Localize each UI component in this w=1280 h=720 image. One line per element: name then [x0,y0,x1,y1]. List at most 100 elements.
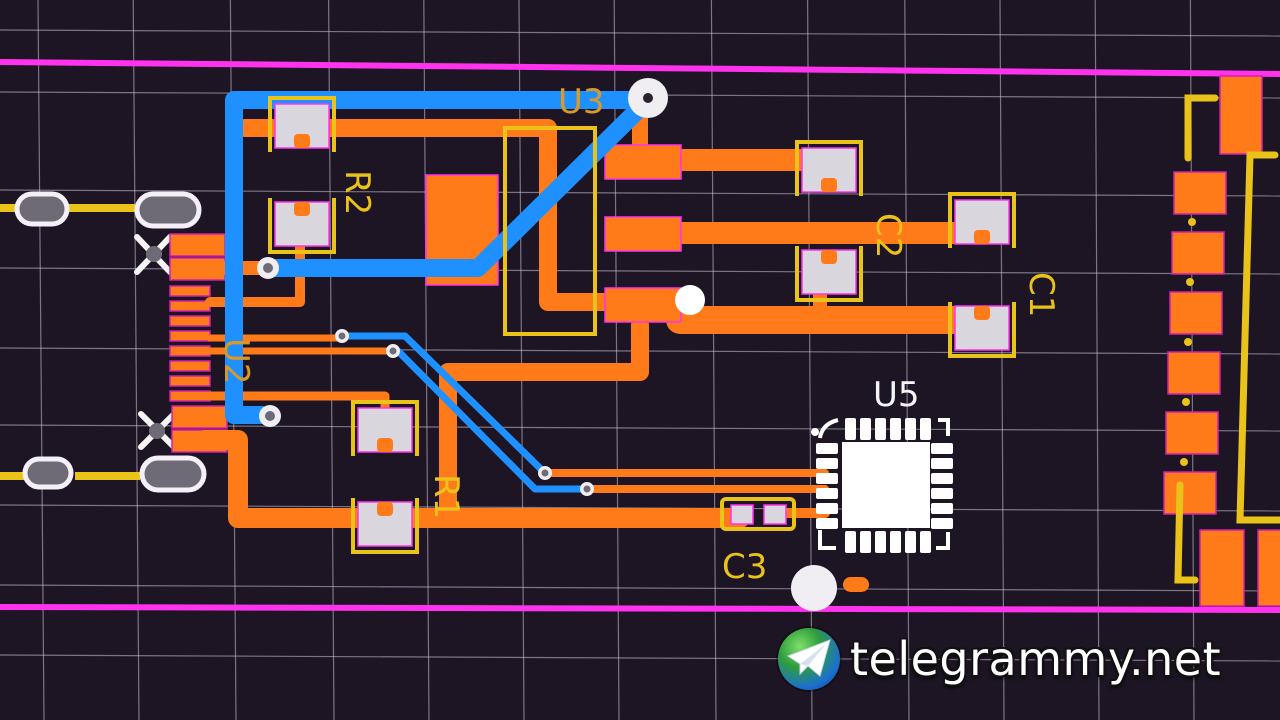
connector-pin[interactable] [171,405,228,429]
silk-line [1174,481,1199,584]
via-hole [541,469,549,477]
pad[interactable] [1173,171,1227,215]
pad[interactable] [604,144,682,180]
label-r1: R1 [426,474,466,519]
u5-pin[interactable] [816,518,838,529]
u5-pin[interactable] [931,518,953,529]
trace [339,332,549,477]
pad[interactable] [1165,411,1219,455]
u5-pin[interactable] [931,503,953,514]
pad[interactable] [730,504,754,525]
board-edge-top [0,59,1280,77]
u5-pin[interactable] [816,488,838,499]
oval-pad[interactable] [14,191,70,227]
silk-bracket [351,498,419,554]
oval-pad[interactable] [139,455,207,493]
u5-pin[interactable] [816,458,838,469]
pad[interactable] [843,577,869,592]
connector-pin[interactable] [169,345,211,357]
u5-pin[interactable] [931,458,953,469]
right-component [1163,75,1280,607]
mounting-hole[interactable] [791,565,837,611]
pad[interactable] [763,504,787,525]
connector-pin[interactable] [169,315,211,327]
board-edge-bottom [0,604,1280,613]
bottom-copper-traces [225,91,654,493]
u3-outline [503,126,597,336]
pad-notch [974,230,990,244]
u5-pin[interactable] [931,473,953,484]
pad[interactable] [1219,75,1263,155]
u5-pin[interactable] [845,531,856,553]
smd-pad-group [268,96,336,152]
pad[interactable] [1199,529,1245,607]
pad-notch [974,306,990,320]
silk-dot [1182,398,1190,406]
silk-dot [1184,338,1192,346]
pad-notch [294,134,310,148]
silk-bracket [351,400,419,456]
u5-pin[interactable] [890,418,901,440]
pad[interactable] [1257,529,1280,607]
smd-pad-group [948,192,1016,248]
u5-pin[interactable] [845,418,856,440]
silk-bracket [795,140,863,196]
oval-pad[interactable] [134,191,202,229]
u5-pin[interactable] [920,531,931,553]
smd-pads [268,96,1016,554]
u5-pin[interactable] [931,443,953,454]
u5-pin[interactable] [931,488,953,499]
connector-pin[interactable] [169,360,211,372]
label-c1: C1 [1021,272,1061,317]
grid-line [0,189,1280,197]
smd-pad-group [351,400,419,456]
connector-pin[interactable] [169,285,211,297]
connector-pin[interactable] [169,233,226,257]
u5-pin[interactable] [890,531,901,553]
pad[interactable] [604,287,682,323]
smd-pad-group [351,498,419,554]
u5-pin[interactable] [920,418,931,440]
pad[interactable] [1167,351,1221,395]
u5-pin[interactable] [816,503,838,514]
pad-notch [377,438,393,452]
u5-pin[interactable] [816,473,838,484]
grid-line [37,0,45,720]
u5-thermal-pad[interactable] [842,442,930,528]
pad[interactable] [1171,231,1225,275]
u5-pin[interactable] [860,418,871,440]
pad[interactable] [1163,471,1217,515]
via-hole [643,93,653,103]
grid-line [710,0,717,720]
trace [236,119,619,311]
watermark-text: telegrammy.net [850,632,1222,686]
oval-pad[interactable] [22,456,74,490]
trace [263,94,654,277]
silk-line [1184,94,1219,162]
connector-pin[interactable] [169,375,211,387]
u5-pin[interactable] [816,443,838,454]
watermark: telegrammy.net [778,626,1221,692]
u5-pin[interactable] [875,531,886,553]
u5-pin[interactable] [875,418,886,440]
connector-pin[interactable] [169,300,211,312]
grid-line [0,29,1280,37]
u5-pin[interactable] [860,531,871,553]
pad-notch [294,202,310,216]
u5-pin[interactable] [905,531,916,553]
grid-line [999,0,1005,720]
connector-pin[interactable] [169,390,211,402]
via-hole [338,332,346,340]
pad[interactable] [1169,291,1223,335]
smd-pad-group [268,198,336,254]
silk-dot [1186,278,1194,286]
pad[interactable] [604,216,682,252]
silk-bracket [268,96,336,152]
via[interactable] [675,285,705,315]
u5-pin[interactable] [905,418,916,440]
grid-line [132,0,140,720]
via-hole [263,263,273,273]
connector-pin[interactable] [169,330,211,342]
u5-qfn [811,418,953,553]
